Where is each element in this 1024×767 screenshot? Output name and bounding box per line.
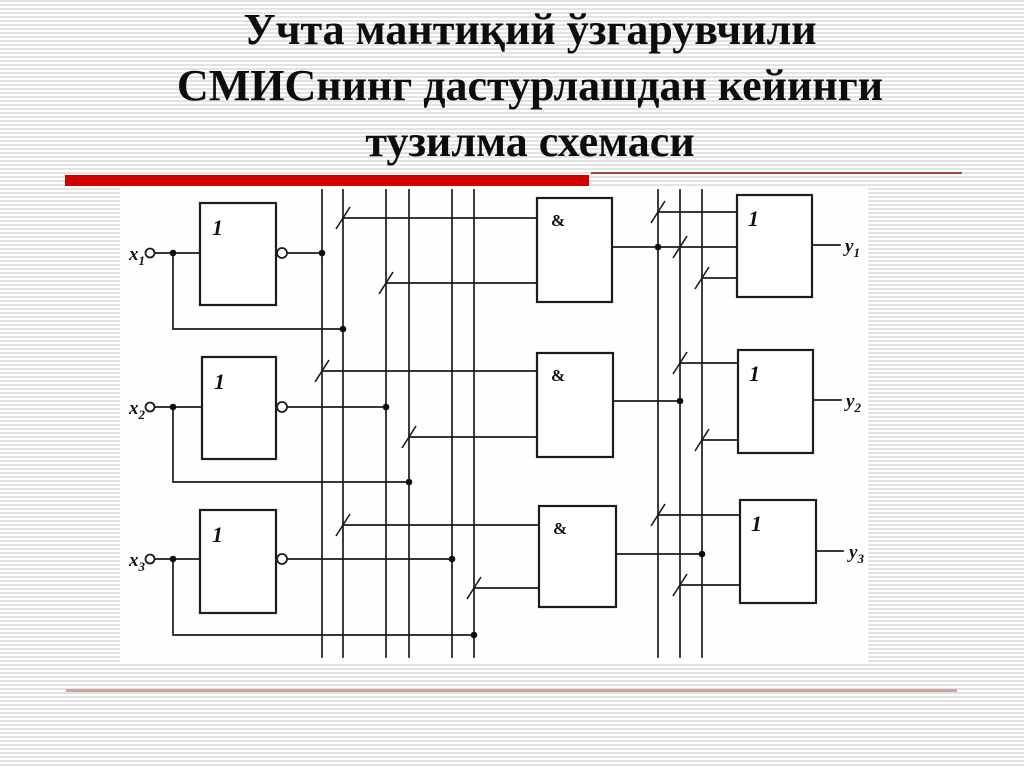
- slide-title-line-2: СМИСнинг дастурлашдан кейинги: [176, 61, 884, 110]
- not-gate-label: 1: [214, 369, 225, 394]
- junction-dot: [698, 550, 706, 558]
- slide-title: Учта мантиқий ўзгарувчили СМИСнинг дасту…: [30, 0, 1024, 170]
- inverter-bubble: [276, 247, 288, 259]
- and-gate-label: &: [551, 366, 565, 385]
- programmed-connection-slash: [650, 503, 666, 527]
- input-label: x2: [128, 398, 146, 422]
- programmed-connection-slash: [694, 266, 710, 290]
- input-label: x3: [128, 550, 146, 574]
- and-gate-box: [537, 504, 618, 609]
- junction-dot: [405, 478, 413, 486]
- junction-dot: [318, 249, 326, 257]
- programmed-connection-slash: [672, 351, 688, 375]
- not-gate-box: [200, 355, 278, 461]
- wire: [172, 558, 476, 636]
- input-terminal: [144, 553, 156, 565]
- junction-dot: [169, 403, 177, 411]
- junction-dot: [382, 403, 390, 411]
- programmed-connection-slash: [335, 513, 351, 537]
- wire: [172, 252, 344, 330]
- or-gate-box: [735, 193, 814, 299]
- not-gate-label: 1: [212, 522, 223, 547]
- junction-dot: [676, 397, 684, 405]
- output-label: y2: [844, 391, 861, 415]
- programmed-connection-slash: [335, 206, 351, 230]
- not-gate-box: [198, 508, 278, 615]
- junction-dot: [654, 243, 662, 251]
- programmed-connection-slash: [466, 576, 482, 600]
- or-gate-label: 1: [751, 511, 762, 536]
- and-gate-label: &: [551, 211, 565, 230]
- slide-title-line-3: тузилма схемаси: [365, 117, 695, 166]
- programmed-connection-slash: [650, 200, 666, 224]
- programmed-connection-slash: [672, 235, 688, 259]
- junction-dot: [169, 249, 177, 257]
- input-terminal: [144, 247, 156, 259]
- and-gate-box: [535, 196, 614, 304]
- junction-dot: [470, 631, 478, 639]
- or-gate-box: [736, 348, 815, 455]
- programmed-connection-slash: [672, 573, 688, 597]
- inverter-bubble: [276, 553, 288, 565]
- programmed-connection-slash: [378, 271, 394, 295]
- not-gate-label: 1: [212, 215, 223, 240]
- programmed-connection-slash: [694, 428, 710, 452]
- footer-rule: [66, 689, 957, 692]
- programmed-connection-slash: [314, 359, 330, 383]
- and-gate-box: [535, 351, 615, 459]
- or-gate-label: 1: [749, 361, 760, 386]
- input-label: x1: [128, 244, 145, 268]
- slide-title-line-1: Учта мантиқий ўзгарувчили: [243, 5, 817, 54]
- not-gate-box: [198, 201, 278, 307]
- and-gate-label: &: [553, 519, 567, 538]
- junction-dot: [169, 555, 177, 563]
- or-gate-label: 1: [748, 206, 759, 231]
- inverter-bubble: [276, 401, 288, 413]
- input-terminal: [144, 401, 156, 413]
- wire: [172, 406, 410, 483]
- junction-dot: [339, 325, 347, 333]
- title-underline-bar: [65, 175, 589, 186]
- output-label: y3: [847, 542, 864, 566]
- or-gate-box: [738, 498, 818, 605]
- title-underline-rule: [591, 172, 962, 174]
- junction-dot: [448, 555, 456, 563]
- output-label: y1: [843, 236, 860, 260]
- programmed-connection-slash: [401, 425, 417, 449]
